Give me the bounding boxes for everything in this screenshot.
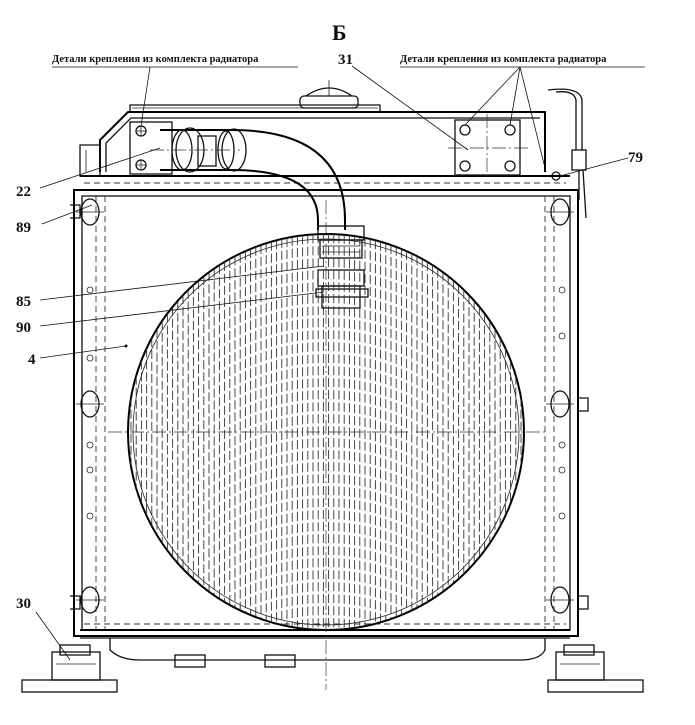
callout-85: 85 bbox=[16, 294, 31, 310]
callout-79: 79 bbox=[628, 150, 643, 166]
right-mount-plate bbox=[448, 114, 528, 180]
coolant-hose bbox=[150, 127, 369, 309]
callout-30: 30 bbox=[16, 596, 31, 612]
right-foot bbox=[547, 644, 644, 693]
callout-31: 31 bbox=[338, 52, 353, 68]
callout-22: 22 bbox=[16, 184, 31, 200]
left-foot bbox=[21, 644, 118, 693]
note-right: Детали крепления из комплекта радиатора bbox=[400, 54, 607, 65]
callout-90: 90 bbox=[16, 320, 31, 336]
view-label: Б bbox=[332, 20, 347, 45]
callout-4: 4 bbox=[28, 352, 36, 368]
sensor-wire bbox=[547, 88, 587, 219]
leader-lines bbox=[35, 65, 629, 661]
callout-89: 89 bbox=[16, 220, 31, 236]
note-left: Детали крепления из комплекта радиатора bbox=[52, 54, 259, 65]
fan-core bbox=[108, 200, 546, 690]
